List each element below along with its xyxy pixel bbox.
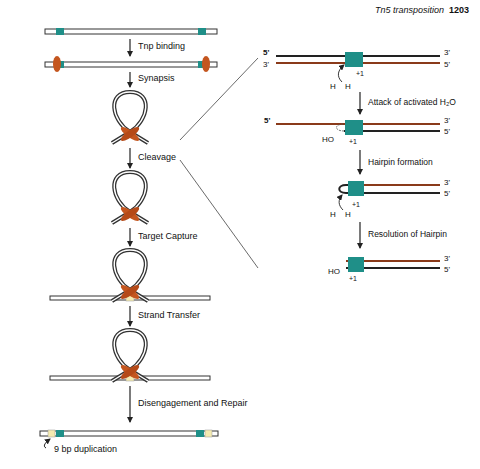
figure-label: Strand Transfer	[138, 311, 200, 320]
figure-label: Disengagement and Repair	[138, 399, 248, 408]
figure-label: 5'	[264, 117, 270, 125]
figure-label: Hairpin formation	[368, 158, 433, 167]
figure-label: +1	[352, 201, 360, 208]
figure-label: H	[345, 211, 351, 219]
figure-label: +1	[349, 138, 357, 145]
figure-label: +1	[356, 70, 364, 77]
figure-label: 5'	[444, 61, 450, 69]
figure-label: 1203	[449, 6, 469, 15]
figure-label: HO	[322, 136, 334, 144]
figure-label: 5'	[444, 266, 450, 274]
figure-label: 5'	[444, 190, 450, 198]
figure-label: 3'	[444, 179, 450, 187]
figure-label: Target Capture	[138, 232, 198, 241]
figure-label: +1	[349, 275, 357, 282]
figure-label: Tnp binding	[138, 42, 185, 51]
figure-label: Attack of activated H₂O	[368, 98, 456, 107]
figure-label: 3'	[444, 117, 450, 125]
figure-label: Synapsis	[138, 74, 175, 83]
figure-label: H	[345, 83, 351, 91]
figure-label: 3'	[444, 255, 450, 263]
figure-label: Resolution of Hairpin	[368, 230, 447, 239]
figure-label: H	[330, 83, 336, 91]
figure-label: 3'	[263, 61, 269, 69]
figure-label: HO	[328, 268, 340, 276]
figure-label: 9 bp duplication	[54, 445, 117, 454]
figure-label: Tn5 transposition	[375, 6, 444, 15]
figure-label: H	[330, 211, 336, 219]
figure-label: 3'	[444, 49, 450, 57]
figure-label: Cleavage	[138, 153, 176, 162]
figure-label: 5'	[263, 49, 269, 57]
figure-label: 5'	[444, 128, 450, 136]
